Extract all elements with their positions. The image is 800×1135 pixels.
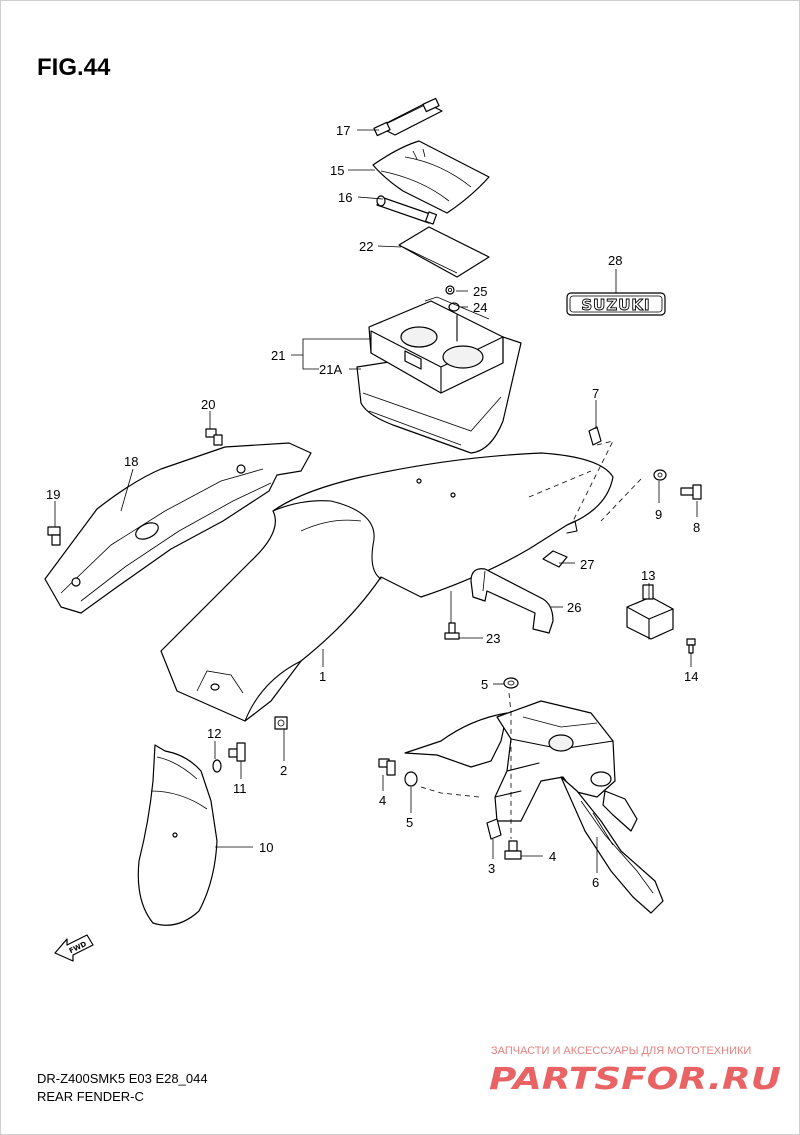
part-10-mud-flap (137, 744, 218, 926)
callout-20: 20 (201, 397, 215, 412)
watermark-brand: PARTSFOR.RU (489, 1062, 781, 1097)
part-19-bolt (47, 526, 61, 546)
part-15-tool-bag (372, 140, 490, 214)
callout-21: 21 (271, 348, 285, 363)
callout-labels: 17 15 16 22 28 25 24 21 21A 7 20 18 19 9… (46, 123, 700, 890)
callout-10: 10 (259, 840, 273, 855)
callout-4-lower: 4 (549, 849, 556, 864)
part-28-emblem: SUZUKI (566, 292, 666, 316)
callout-8: 8 (693, 520, 700, 535)
part-23-bolt (444, 622, 460, 640)
part-25-nut (445, 285, 455, 295)
part-4-lower-bolt (504, 840, 522, 860)
part-3-clip (486, 818, 502, 840)
callout-2: 2 (280, 763, 287, 778)
callout-27: 27 (580, 557, 594, 572)
part-18-side-cover (44, 442, 312, 614)
part-5-lower-grommet (404, 771, 418, 787)
callout-19: 19 (46, 487, 60, 502)
part-5-upper-grommet (503, 677, 519, 689)
part-21-tool-box (356, 296, 522, 454)
part-13-relay (626, 584, 674, 640)
callout-14: 14 (684, 669, 698, 684)
callout-13: 13 (641, 568, 655, 583)
part-8-bolt (680, 484, 702, 500)
callout-17: 17 (336, 123, 350, 138)
callout-24: 24 (473, 300, 487, 315)
callout-15: 15 (330, 163, 344, 178)
part-7-clip-nut (588, 426, 602, 446)
fwd-arrow-icon: FWD (54, 934, 94, 962)
callout-5-lower: 5 (406, 815, 413, 830)
part-14-screw (686, 638, 696, 654)
callout-16: 16 (338, 190, 352, 205)
part-6-rear-bracket (404, 700, 664, 914)
model-code: DR-Z400SMK5 E03 E28_044 (37, 1071, 208, 1086)
section-title: REAR FENDER-C (37, 1089, 144, 1104)
callout-25: 25 (473, 284, 487, 299)
part-12-washer (212, 759, 222, 773)
part-17-strap (373, 97, 443, 137)
callout-4-left: 4 (379, 793, 386, 808)
callout-28: 28 (608, 253, 622, 268)
callout-3: 3 (488, 861, 495, 876)
callout-7: 7 (592, 386, 599, 401)
part-9-washer (653, 469, 667, 481)
part-22-card (398, 226, 490, 278)
callout-21a: 21A (319, 362, 342, 377)
callout-23: 23 (486, 631, 500, 646)
part-27-clip (542, 550, 568, 568)
figure-title: FIG.44 (37, 54, 111, 81)
callout-5-upper: 5 (481, 677, 488, 692)
callout-26: 26 (567, 600, 581, 615)
part-1-rear-fender (160, 452, 614, 722)
part-26-handle (470, 568, 554, 634)
callout-11: 11 (233, 781, 247, 796)
part-11-bolt (228, 742, 246, 762)
part-20-bolt (205, 428, 223, 446)
callout-1: 1 (319, 669, 326, 684)
emblem-text: SUZUKI (581, 296, 650, 314)
leader-lines (54, 129, 698, 873)
watermark: ЗАПЧАСТИ И АКСЕССУАРЫ ДЛЯ МОТОТЕХНИКИ PA… (489, 1045, 781, 1097)
part-2-bolt (274, 716, 288, 730)
callout-22: 22 (359, 239, 373, 254)
callout-18: 18 (124, 454, 138, 469)
callout-9: 9 (655, 507, 662, 522)
callout-12: 12 (207, 726, 221, 741)
watermark-tagline: ЗАПЧАСТИ И АКСЕССУАРЫ ДЛЯ МОТОТЕХНИКИ (491, 1045, 751, 1057)
callout-6: 6 (592, 875, 599, 890)
part-4-left-bolt (378, 758, 396, 776)
